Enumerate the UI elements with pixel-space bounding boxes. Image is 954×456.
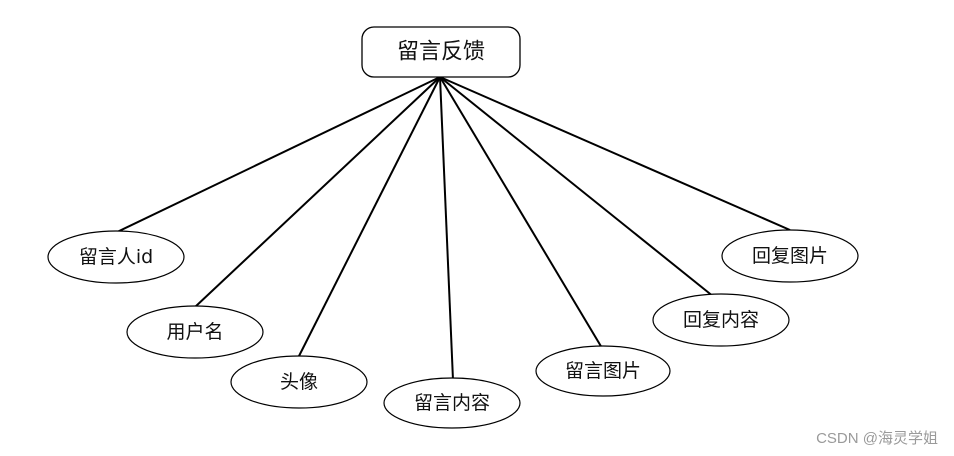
watermark-text: CSDN @海灵学姐 <box>816 430 938 447</box>
attribute-label: 回复图片 <box>752 245 828 267</box>
attribute-node: 留言图片 <box>535 345 671 397</box>
attribute-node: 用户名 <box>126 305 264 359</box>
attribute-label: 留言人id <box>79 246 153 268</box>
attribute-label: 留言图片 <box>565 360 641 382</box>
attribute-label: 回复内容 <box>683 309 759 331</box>
connector-line-3 <box>297 76 441 359</box>
entity-box <box>361 26 521 78</box>
attribute-ellipse <box>721 229 859 283</box>
attribute-label: 用户名 <box>166 321 223 343</box>
attribute-ellipse <box>652 293 790 347</box>
connector-line-2 <box>194 76 441 308</box>
connector-line-7 <box>439 76 791 231</box>
connector-line-4 <box>439 76 454 381</box>
attribute-node: 回复内容 <box>652 293 790 347</box>
attribute-ellipse <box>383 377 521 429</box>
connector-line-1 <box>114 76 441 234</box>
attribute-ellipse <box>230 355 368 409</box>
connectors <box>114 76 791 381</box>
entity-node: 留言反馈 <box>361 26 521 78</box>
attribute-ellipse <box>126 305 264 359</box>
attribute-label: 头像 <box>280 371 318 393</box>
attribute-label: 留言内容 <box>414 392 490 414</box>
connector-line-5 <box>439 76 603 349</box>
connector-line-6 <box>439 76 715 298</box>
entity-label: 留言反馈 <box>397 40 485 65</box>
attribute-ellipse <box>535 345 671 397</box>
attribute-ellipse <box>47 230 185 284</box>
attribute-node: 头像 <box>230 355 368 409</box>
attribute-node: 留言人id <box>47 230 185 284</box>
attribute-node: 回复图片 <box>721 229 859 283</box>
attribute-node: 留言内容 <box>383 377 521 429</box>
